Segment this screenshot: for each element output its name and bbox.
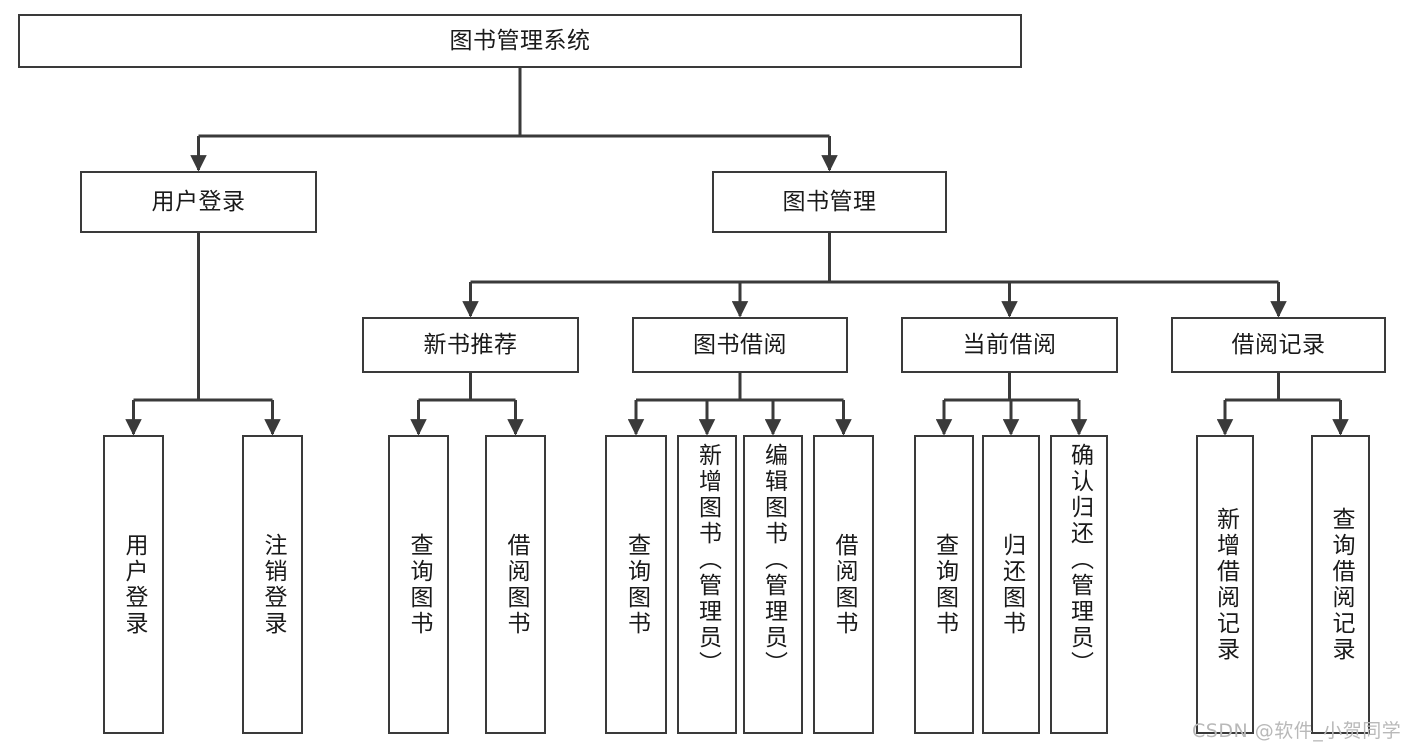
node-current-borrow[interactable]: 当前借阅 (901, 317, 1118, 373)
node-book-borrow[interactable]: 图书借阅 (632, 317, 848, 373)
node-leaf-logout-login[interactable]: 注销登录 (242, 435, 303, 734)
node-label: 新增图书（管理员） (694, 443, 721, 677)
node-leaf-query-book-borrow[interactable]: 查询图书 (605, 435, 667, 734)
node-label: 用户登录 (151, 188, 246, 215)
node-leaf-confirm-return-admin[interactable]: 确认归还（管理员） (1050, 435, 1108, 734)
node-label: 查询图书 (406, 532, 432, 637)
node-label: 查询图书 (931, 532, 958, 637)
node-label: 注销登录 (260, 532, 286, 637)
node-label: 新书推荐 (423, 331, 518, 358)
node-leaf-query-book-current[interactable]: 查询图书 (914, 435, 974, 734)
node-leaf-borrow-book-recommend[interactable]: 借阅图书 (485, 435, 546, 734)
node-label: 查询借阅记录 (1328, 506, 1354, 663)
node-user-login[interactable]: 用户登录 (80, 171, 317, 233)
node-label: 归还图书 (998, 532, 1025, 637)
node-leaf-query-borrow-record[interactable]: 查询借阅记录 (1311, 435, 1370, 734)
node-label: 借阅图书 (503, 532, 529, 637)
node-label: 图书借阅 (693, 331, 787, 358)
node-label: 当前借阅 (962, 331, 1057, 358)
node-leaf-add-borrow-record[interactable]: 新增借阅记录 (1196, 435, 1254, 734)
node-label: 确认归还（管理员） (1066, 443, 1093, 677)
node-leaf-return-book[interactable]: 归还图书 (982, 435, 1040, 734)
node-label: 查询图书 (623, 532, 650, 637)
node-label: 借阅记录 (1231, 331, 1326, 358)
node-borrow-record[interactable]: 借阅记录 (1171, 317, 1386, 373)
node-label: 图书管理 (782, 188, 877, 215)
node-leaf-query-book-recommend[interactable]: 查询图书 (388, 435, 449, 734)
node-label: 借阅图书 (831, 532, 857, 637)
node-new-book-recommend[interactable]: 新书推荐 (362, 317, 579, 373)
node-leaf-user-login[interactable]: 用户登录 (103, 435, 164, 734)
node-label: 新增借阅记录 (1212, 506, 1239, 663)
node-book-manage[interactable]: 图书管理 (712, 171, 947, 233)
node-root[interactable]: 图书管理系统 (18, 14, 1022, 68)
watermark-text: CSDN @软件_小贺同学 (1192, 720, 1402, 742)
node-leaf-add-book-admin[interactable]: 新增图书（管理员） (677, 435, 737, 734)
node-label: 用户登录 (121, 532, 147, 637)
node-leaf-borrow-book[interactable]: 借阅图书 (813, 435, 874, 734)
node-label: 图书管理系统 (449, 27, 591, 54)
node-label: 编辑图书（管理员） (760, 443, 787, 677)
node-leaf-edit-book-admin[interactable]: 编辑图书（管理员） (743, 435, 803, 734)
